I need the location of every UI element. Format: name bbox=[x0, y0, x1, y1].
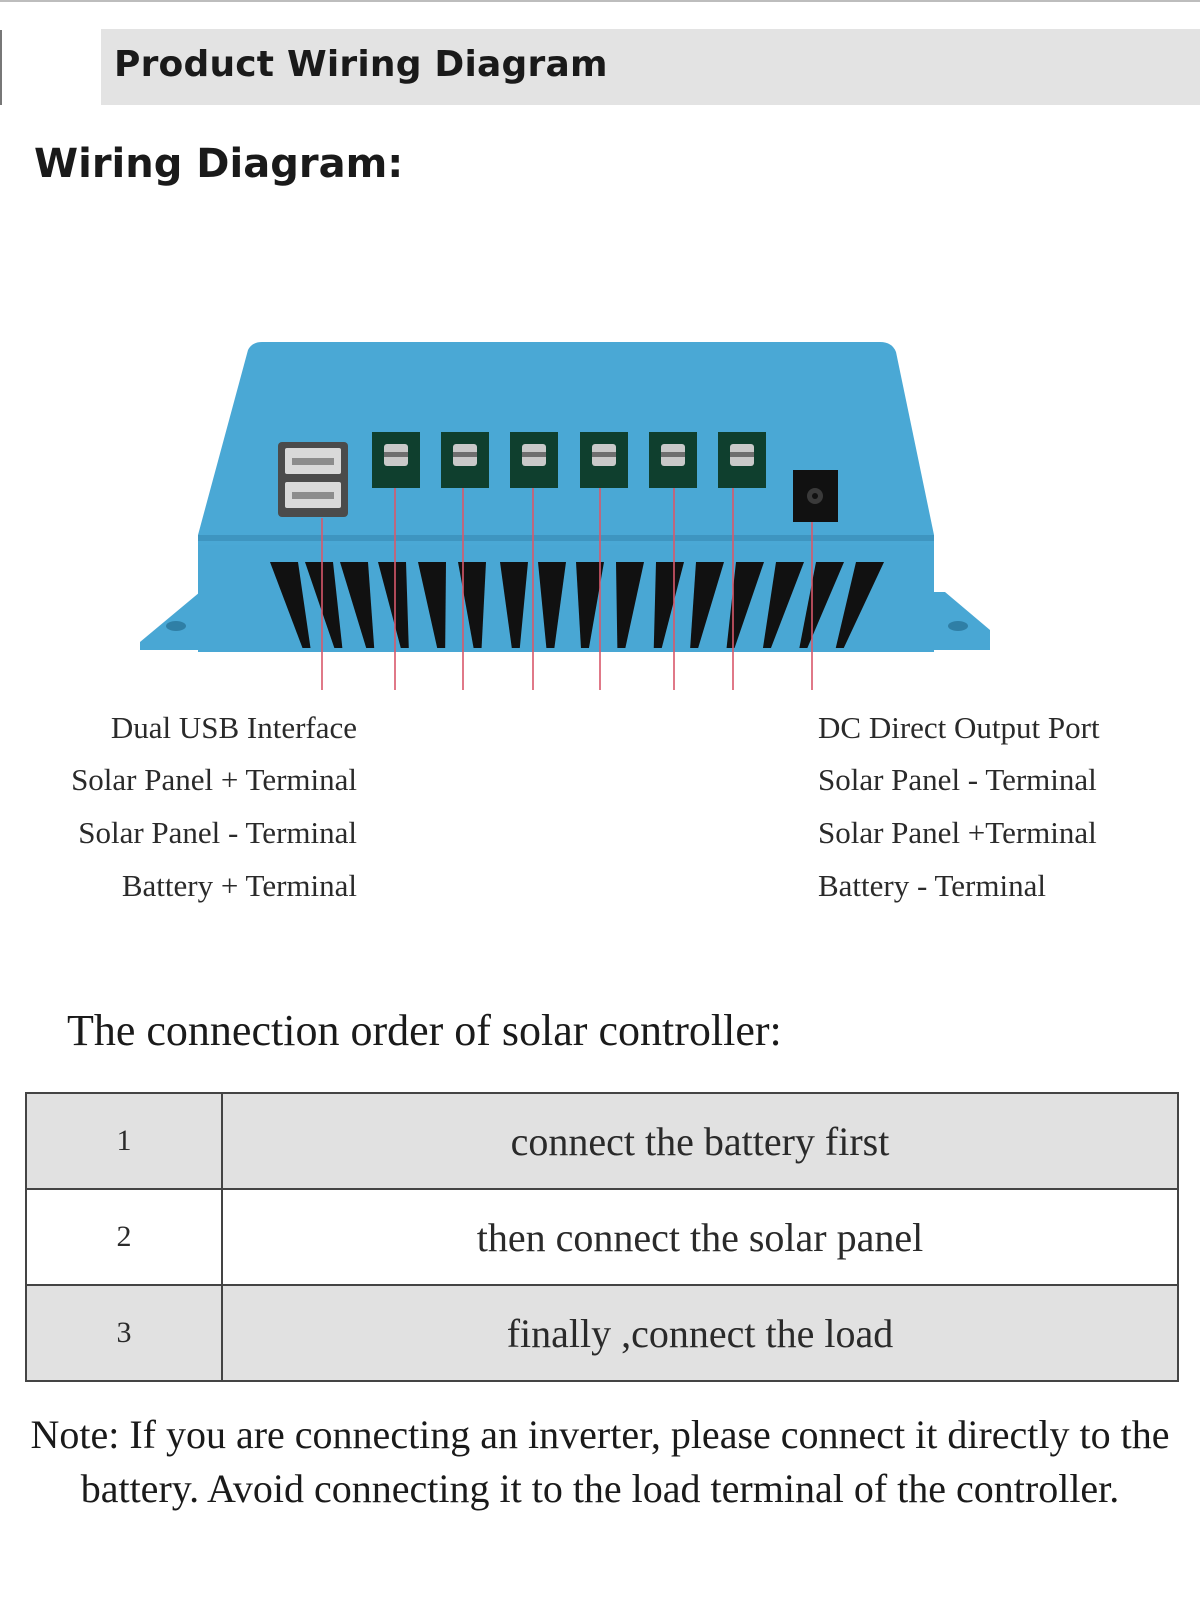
table-row: 3 finally ,connect the load bbox=[25, 1284, 1179, 1382]
label-dual-usb: Dual USB Interface bbox=[110, 710, 357, 745]
leader-line bbox=[462, 488, 464, 690]
inverter-note: Note: If you are connecting an inverter,… bbox=[30, 1412, 1170, 1511]
heatsink-fin bbox=[616, 562, 644, 648]
terminal-block bbox=[441, 432, 489, 488]
heatsink-fin bbox=[538, 562, 566, 648]
heatsink-fin bbox=[378, 562, 409, 648]
heatsink-fin bbox=[835, 562, 884, 648]
terminal-block bbox=[649, 432, 697, 488]
step-text: connect the battery first bbox=[221, 1092, 1179, 1190]
label-battery-plus: Battery + Terminal bbox=[121, 868, 357, 903]
top-rule bbox=[0, 0, 1200, 2]
heatsink-fin bbox=[305, 562, 343, 648]
left-edge-mark bbox=[0, 30, 2, 105]
leader-lines bbox=[321, 488, 813, 690]
connection-order-table: 1 connect the battery first 2 then conne… bbox=[25, 1092, 1179, 1382]
heatsink-fin bbox=[726, 562, 764, 648]
usb-port bbox=[278, 442, 348, 517]
step-text: finally ,connect the load bbox=[221, 1284, 1179, 1382]
controller-illustration bbox=[140, 342, 990, 690]
leader-line bbox=[673, 488, 675, 690]
leader-line bbox=[811, 522, 813, 690]
heatsink-fin bbox=[458, 562, 486, 648]
label-battery-minus: Battery - Terminal bbox=[818, 868, 1046, 903]
step-number: 1 bbox=[25, 1092, 223, 1190]
heatsink-fin bbox=[653, 562, 684, 648]
table-row: 1 connect the battery first bbox=[25, 1092, 1179, 1190]
terminal-block bbox=[372, 432, 420, 488]
heatsink-fin bbox=[270, 562, 311, 648]
heatsink-fins bbox=[270, 562, 884, 648]
terminal-block bbox=[718, 432, 766, 488]
step-number: 3 bbox=[25, 1284, 223, 1382]
heatsink-fin bbox=[690, 562, 724, 648]
housing-body bbox=[198, 342, 934, 545]
heatsink-fin bbox=[500, 562, 528, 648]
heatsink-fin bbox=[418, 562, 446, 648]
label-solar-minus-right: Solar Panel - Terminal bbox=[818, 762, 1097, 797]
label-solar-plus-right: Solar Panel +Terminal bbox=[818, 815, 1097, 850]
leader-line bbox=[394, 488, 396, 690]
terminal-block bbox=[580, 432, 628, 488]
heatsink-fin bbox=[340, 562, 375, 648]
page-title: Product Wiring Diagram bbox=[114, 44, 608, 85]
label-solar-minus-left: Solar Panel - Terminal bbox=[78, 815, 357, 850]
terminal-block bbox=[510, 432, 558, 488]
table-row: 2 then connect the solar panel bbox=[25, 1188, 1179, 1286]
heatsink-fin bbox=[576, 562, 604, 648]
flange-hole-left bbox=[166, 621, 186, 631]
step-text: then connect the solar panel bbox=[221, 1188, 1179, 1286]
heatsink-fin bbox=[762, 562, 804, 648]
leader-line bbox=[732, 488, 734, 690]
label-solar-plus-left: Solar Panel + Terminal bbox=[71, 762, 357, 797]
section-title: Wiring Diagram: bbox=[34, 141, 404, 187]
header-band bbox=[101, 29, 1200, 105]
leader-line bbox=[532, 488, 534, 690]
connection-order-title: The connection order of solar controller… bbox=[67, 1006, 782, 1055]
leader-line bbox=[599, 488, 601, 690]
heatsink-fin bbox=[799, 562, 844, 648]
screw-terminals bbox=[372, 432, 766, 488]
label-dc-output: DC Direct Output Port bbox=[818, 710, 1100, 745]
flange-hole-right bbox=[948, 621, 968, 631]
step-number: 2 bbox=[25, 1188, 223, 1286]
housing-seam bbox=[198, 535, 934, 541]
dc-output-port bbox=[793, 470, 838, 522]
